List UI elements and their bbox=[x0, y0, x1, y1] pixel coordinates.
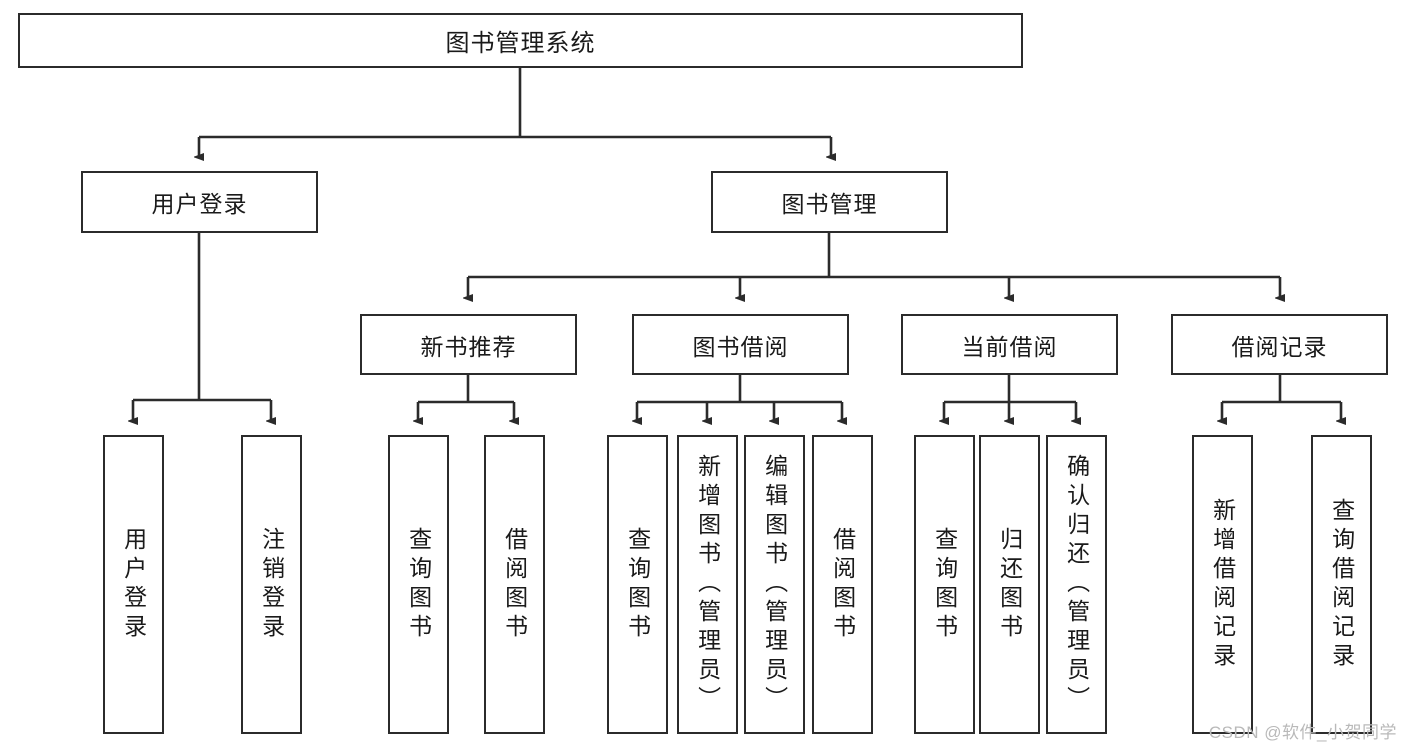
leaf-book-borrow-add-admin[interactable]: 新增图书（管理员） bbox=[677, 435, 738, 734]
node-label: 查询图书 bbox=[624, 526, 651, 643]
node-label: 图书借阅 bbox=[692, 333, 789, 360]
leaf-current-borrow-confirm-admin[interactable]: 确认归还（管理员） bbox=[1046, 435, 1107, 734]
node-label: 查询图书 bbox=[931, 526, 958, 643]
node-current-borrow[interactable]: 当前借阅 bbox=[901, 314, 1118, 375]
node-user-login[interactable]: 用户登录 bbox=[81, 171, 318, 233]
node-label: 归还图书 bbox=[996, 526, 1023, 643]
node-label: 借阅图书 bbox=[829, 526, 856, 643]
node-label: 编辑图书（管理员） bbox=[761, 454, 788, 715]
node-label: 新书推荐 bbox=[420, 333, 517, 360]
leaf-new-book-query[interactable]: 查询图书 bbox=[388, 435, 449, 734]
node-label: 用户登录 bbox=[120, 526, 147, 643]
leaf-user-login-logout[interactable]: 注销登录 bbox=[241, 435, 302, 734]
node-label: 查询图书 bbox=[405, 526, 432, 643]
node-label: 图书管理系统 bbox=[445, 30, 596, 57]
node-borrow-record[interactable]: 借阅记录 bbox=[1171, 314, 1388, 375]
node-root-book-management-system[interactable]: 图书管理系统 bbox=[18, 13, 1023, 68]
node-label: 确认归还（管理员） bbox=[1063, 454, 1090, 715]
leaf-current-borrow-return[interactable]: 归还图书 bbox=[979, 435, 1040, 734]
node-book-management[interactable]: 图书管理 bbox=[711, 171, 948, 233]
leaf-borrow-record-add[interactable]: 新增借阅记录 bbox=[1192, 435, 1253, 734]
node-label: 查询借阅记录 bbox=[1328, 497, 1355, 672]
node-label: 借阅记录 bbox=[1231, 333, 1328, 360]
node-label: 注销登录 bbox=[258, 526, 285, 643]
node-new-book-recommend[interactable]: 新书推荐 bbox=[360, 314, 577, 375]
leaf-current-borrow-query[interactable]: 查询图书 bbox=[914, 435, 975, 734]
node-label: 当前借阅 bbox=[961, 333, 1058, 360]
node-label: 新增借阅记录 bbox=[1209, 497, 1236, 672]
leaf-book-borrow-edit-admin[interactable]: 编辑图书（管理员） bbox=[744, 435, 805, 734]
leaf-user-login-login[interactable]: 用户登录 bbox=[103, 435, 164, 734]
leaf-borrow-record-query[interactable]: 查询借阅记录 bbox=[1311, 435, 1372, 734]
leaf-book-borrow-query[interactable]: 查询图书 bbox=[607, 435, 668, 734]
node-book-borrow[interactable]: 图书借阅 bbox=[632, 314, 849, 375]
leaf-book-borrow-borrow[interactable]: 借阅图书 bbox=[812, 435, 873, 734]
leaf-new-book-borrow[interactable]: 借阅图书 bbox=[484, 435, 545, 734]
node-label: 新增图书（管理员） bbox=[694, 454, 721, 715]
node-label: 用户登录 bbox=[151, 191, 248, 217]
node-label: 借阅图书 bbox=[501, 526, 528, 643]
node-label: 图书管理 bbox=[781, 191, 878, 217]
